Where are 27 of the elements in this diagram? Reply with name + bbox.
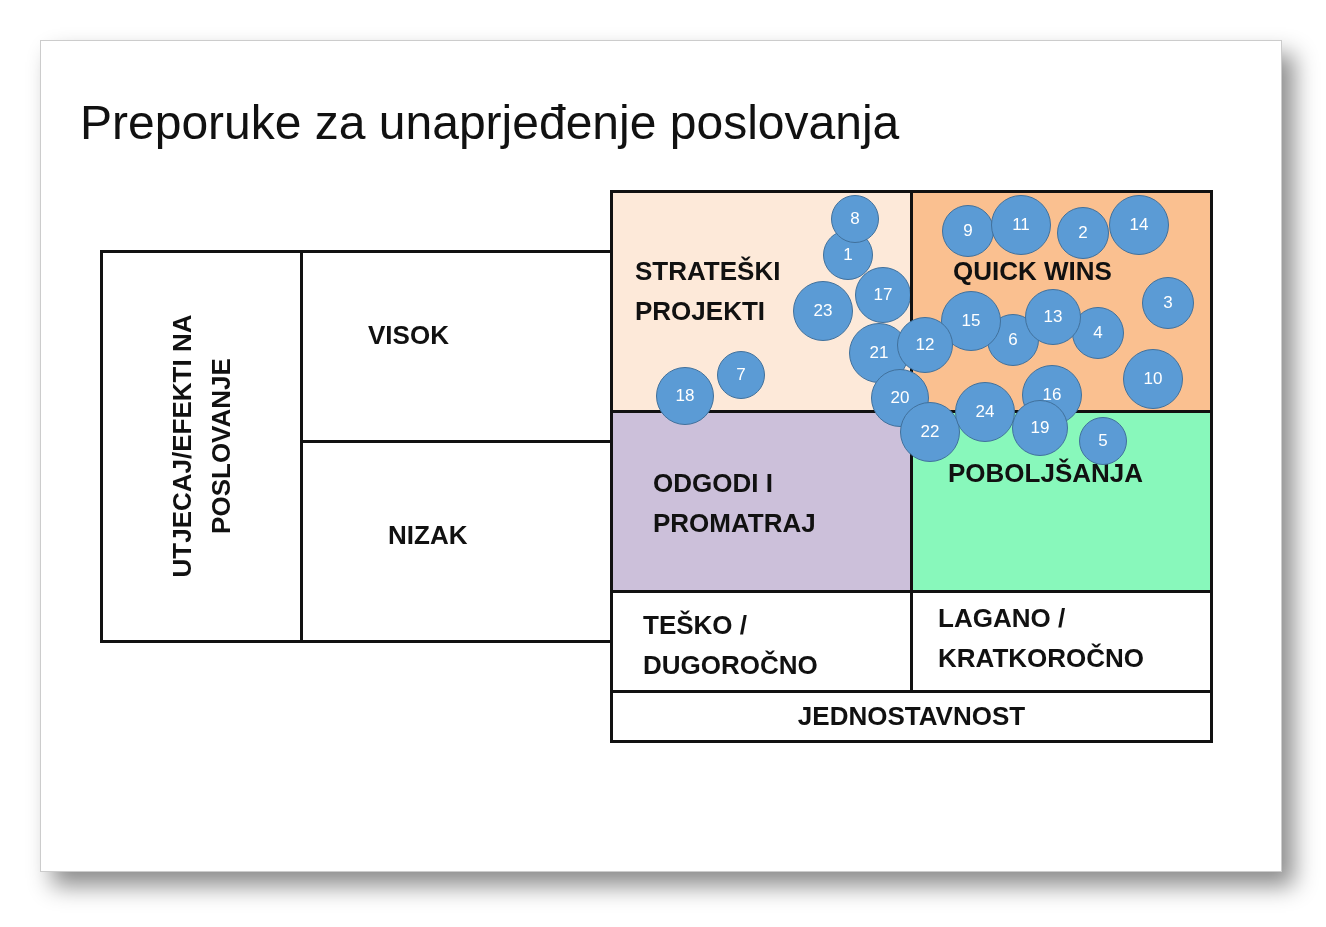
numbered-circle: 23 xyxy=(793,281,853,341)
numbered-circle: 14 xyxy=(1109,195,1169,255)
numbered-circle: 8 xyxy=(831,195,879,243)
column-label: LAGANO / KRATKOROČNO xyxy=(938,602,1146,676)
quadrant xyxy=(610,190,913,413)
numbered-circle: 4 xyxy=(1072,307,1124,359)
axis-title: JEDNOSTAVNOST xyxy=(797,700,1026,734)
numbered-circle: 10 xyxy=(1123,349,1183,409)
numbered-circle: 7 xyxy=(717,351,765,399)
numbered-circle: 17 xyxy=(855,267,911,323)
row-label: NIZAK xyxy=(388,519,468,552)
axis-label-cell xyxy=(610,690,1213,743)
numbered-circle: 9 xyxy=(942,205,994,257)
numbered-circle: 3 xyxy=(1142,277,1194,329)
numbered-circle: 5 xyxy=(1079,417,1127,465)
quadrant-label: ODGODI I PROMATRAJ xyxy=(653,467,817,541)
axis-title: UTJECAJ/EFEKTI NA POSLOVANJE xyxy=(165,313,237,579)
axis-label-cell xyxy=(100,250,303,643)
quadrant xyxy=(610,410,913,593)
numbered-circle: 15 xyxy=(941,291,1001,351)
row-label: VISOK xyxy=(368,319,449,352)
slide-title: Preporuke za unaprjeđenje poslovanja xyxy=(80,95,900,150)
numbered-circle: 11 xyxy=(991,195,1051,255)
quadrant-label: STRATEŠKI PROJEKTI xyxy=(635,255,782,329)
numbered-circle: 2 xyxy=(1057,207,1109,259)
column-label: TEŠKO / DUGOROČNO xyxy=(643,609,819,683)
numbered-circle: 13 xyxy=(1025,289,1081,345)
